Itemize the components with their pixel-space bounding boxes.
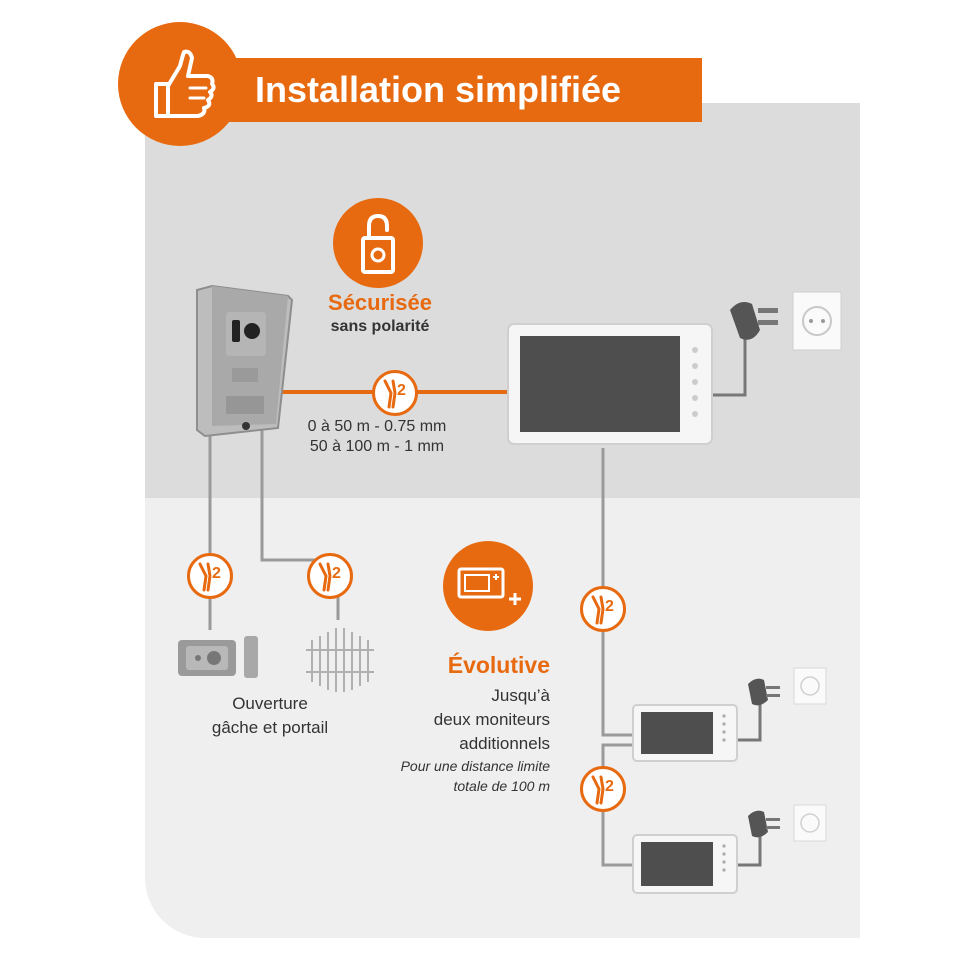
two-wire-icon (591, 595, 605, 625)
wire-count: 2 (397, 382, 406, 399)
power-cable-3 (735, 832, 762, 867)
power-cable-2 (735, 700, 762, 742)
secure-subtitle: sans polarité (330, 318, 430, 335)
door-station (196, 284, 294, 438)
page-title: Installation simplifiée (255, 69, 622, 110)
wire-badge-lock: 2 (187, 553, 233, 599)
opening-label-2: gâche et portail (211, 718, 329, 737)
two-wire-icon (318, 562, 332, 592)
evolutive-badge (443, 541, 533, 631)
two-wire-icon (198, 562, 212, 592)
evolutive-line-1: Jusqu’à (491, 686, 550, 705)
wire-badge-gate: 2 (307, 553, 353, 599)
wire-badge-monitor-1: 2 (580, 586, 626, 632)
power-adapter-main (730, 302, 778, 340)
thumbs-up-badge (118, 22, 242, 146)
power-cable-main (712, 335, 747, 397)
padlock-icon (361, 213, 395, 274)
monitor-chain-wire-1 (601, 448, 640, 737)
opening-label-1: Ouverture (232, 694, 308, 713)
wire-badge-main: 2 (372, 370, 418, 416)
evolutive-line-2: deux moniteurs (433, 710, 550, 729)
secure-title: Sécurisée (328, 290, 432, 315)
cable-spec-2: 50 à 100 m - 1 mm (309, 438, 445, 455)
wire-count: 2 (605, 778, 614, 795)
wire-badge-monitor-2: 2 (580, 766, 626, 812)
title-banner (200, 58, 702, 122)
wire-count: 2 (212, 565, 221, 582)
wall-socket-main (792, 291, 842, 351)
power-adapter-2 (748, 678, 780, 706)
wire-count: 2 (332, 565, 341, 582)
evolutive-title: Évolutive (447, 652, 550, 678)
additional-monitor-1 (632, 704, 738, 762)
evolutive-note-1: Pour une distance limite (400, 758, 550, 774)
evolutive-line-3: additionnels (459, 734, 550, 753)
main-monitor (507, 323, 713, 445)
evolutive-note-2: totale de 100 m (453, 778, 550, 794)
secure-badge (333, 198, 423, 288)
electric-lock-icon (178, 636, 258, 678)
wall-socket-2 (793, 667, 827, 705)
gate-icon (306, 628, 374, 692)
cable-spec-1: 0 à 50 m - 0.75 mm (307, 418, 447, 435)
thumbs-up-icon (154, 49, 216, 118)
two-wire-icon (591, 775, 605, 805)
wall-socket-3 (793, 804, 827, 842)
add-monitor-icon (457, 567, 521, 605)
power-adapter-3 (748, 810, 780, 838)
additional-monitor-2 (632, 834, 738, 894)
two-wire-icon (383, 379, 397, 409)
wire-count: 2 (605, 598, 614, 615)
